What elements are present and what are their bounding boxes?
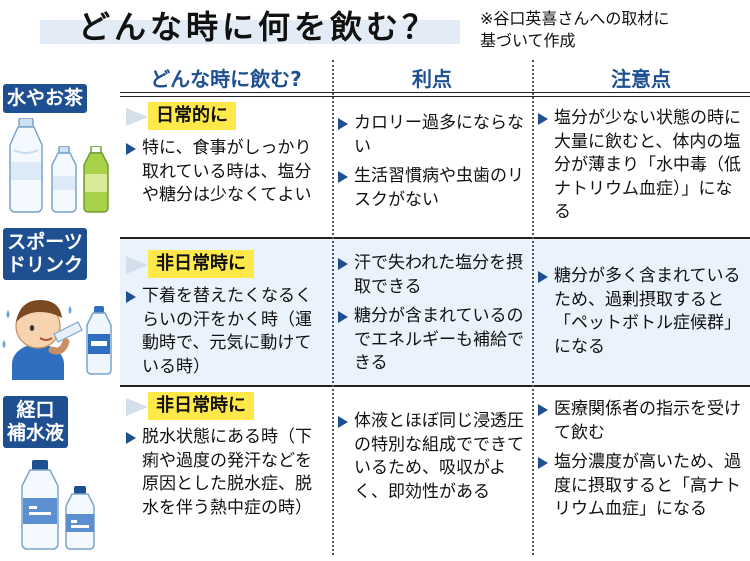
badge-pointer xyxy=(126,108,148,126)
bullet-item: 糖分が含まれているのでエネルギーも補給できる xyxy=(336,305,526,376)
bullet-item: 下着を替えたくなるくらいの汗をかく時（運動時で、元気に動けている時） xyxy=(124,285,328,379)
cell-when-sports: 下着を替えたくなるくらいの汗をかく時（運動時で、元気に動けている時） xyxy=(124,285,328,379)
water-bottle-small-icon xyxy=(51,146,77,213)
category-label-water-tea: 水やお茶 xyxy=(3,84,88,113)
triangle-bullet-icon xyxy=(338,118,348,130)
triangle-bullet-icon xyxy=(538,457,548,469)
triangle-bullet-icon xyxy=(538,404,548,416)
category-label-line: 補水液 xyxy=(7,422,65,444)
header-cautions: 注意点 xyxy=(611,66,671,91)
badge-daily: 日常的に xyxy=(148,102,236,130)
badge-pointer xyxy=(126,398,148,416)
bullet-item: 医療関係者の指示を受けて飲む xyxy=(536,398,746,445)
green-tea-bottle-icon xyxy=(83,146,109,213)
cell-cautions-sports: 糖分が多く含まれているため、過剰摂取すると「ペットボトル症候群」になる xyxy=(536,265,746,359)
oral-rehydration-bottle-small-icon xyxy=(65,486,95,550)
cell-merits-water: カロリー過多にならない 生活習慣病や虫歯のリスクがない xyxy=(336,112,526,212)
sweating-boy-drinking-icon xyxy=(2,300,83,380)
triangle-bullet-icon xyxy=(338,258,348,270)
title-area: どんな時に何を飲む？ xyxy=(40,2,460,48)
oral-rehydration-bottle-large-icon xyxy=(21,460,59,550)
bullet-item: 脱水状態にある時（下痢や過度の発汗などを原因とした脱水症、脱水を伴う熱中症の時） xyxy=(124,426,328,520)
bullet-item: 生活習慣病や虫歯のリスクがない xyxy=(336,165,526,212)
cell-when-oral-rehydration: 脱水状態にある時（下痢や過度の発汗などを原因とした脱水症、脱水を伴う熱中症の時） xyxy=(124,426,328,520)
bullet-item: 汗で失われた塩分を摂取できる xyxy=(336,252,526,299)
cell-cautions-oral-rehydration: 医療関係者の指示を受けて飲む 塩分濃度が高いため、過度に摂取すると「高ナトリウム… xyxy=(536,398,746,522)
triangle-bullet-icon xyxy=(338,171,348,183)
category-label-line: スポーツ xyxy=(7,231,83,253)
source-note-line-2: 基づいて作成 xyxy=(480,31,576,50)
bullet-item: 特に、食事がしっかり取れている時は、塩分や糖分は少なくてよい xyxy=(124,137,328,208)
water-bottle-large-icon xyxy=(9,118,43,213)
triangle-bullet-icon xyxy=(538,113,548,125)
triangle-bullet-icon xyxy=(338,416,348,428)
header-when: どんな時に飲む? xyxy=(150,66,302,91)
triangle-bullet-icon xyxy=(126,143,136,155)
source-note: ※谷口英喜さんへの取材に 基づいて作成 xyxy=(480,8,669,52)
bullet-item: カロリー過多にならない xyxy=(336,112,526,159)
row-divider-1 xyxy=(120,237,750,239)
triangle-bullet-icon xyxy=(126,432,136,444)
source-note-line-1: ※谷口英喜さんへの取材に xyxy=(480,9,670,28)
cell-when-water: 特に、食事がしっかり取れている時は、塩分や糖分は少なくてよい xyxy=(124,137,328,208)
triangle-bullet-icon xyxy=(126,291,136,303)
header-divider xyxy=(120,92,750,97)
bullet-item: 塩分が少ない状態の時に大量に飲むと、体内の塩分が薄まり「水中毒（低ナトリウム血症… xyxy=(536,107,746,225)
sports-drink-bottle-icon xyxy=(86,306,112,375)
header-merits: 利点 xyxy=(412,66,452,91)
triangle-bullet-icon xyxy=(538,271,548,283)
column-divider-1 xyxy=(332,60,334,555)
category-label-line: 経口 xyxy=(16,399,55,421)
column-divider-2 xyxy=(532,60,534,555)
row-divider-2 xyxy=(120,385,750,387)
bullet-item: 体液とほぼ同じ浸透圧の特別な組成でできているため、吸収がよく、即効性がある xyxy=(336,410,526,504)
category-label-line: 水やお茶 xyxy=(7,87,84,109)
triangle-bullet-icon xyxy=(338,311,348,323)
category-label-line: ドリンク xyxy=(7,254,84,276)
cell-merits-sports: 汗で失われた塩分を摂取できる 糖分が含まれているのでエネルギーも補給できる xyxy=(336,252,526,376)
title-highlight-band xyxy=(40,20,460,44)
badge-pointer xyxy=(126,256,148,274)
badge-non-daily: 非日常時に xyxy=(148,392,254,420)
category-label-oral-rehydration: 経口 補水液 xyxy=(3,396,69,448)
cell-merits-oral-rehydration: 体液とほぼ同じ浸透圧の特別な組成でできているため、吸収がよく、即効性がある xyxy=(336,410,526,504)
bullet-item: 糖分が多く含まれているため、過剰摂取すると「ペットボトル症候群」になる xyxy=(536,265,746,359)
bullet-item: 塩分濃度が高いため、過度に摂取すると「高ナトリウム血症」になる xyxy=(536,451,746,522)
badge-non-daily: 非日常時に xyxy=(148,250,254,278)
page-title: どんな時に何を飲む？ xyxy=(78,8,439,46)
category-label-sports-drink: スポーツ ドリンク xyxy=(3,228,88,280)
cell-cautions-water: 塩分が少ない状態の時に大量に飲むと、体内の塩分が薄まり「水中毒（低ナトリウム血症… xyxy=(536,107,746,225)
